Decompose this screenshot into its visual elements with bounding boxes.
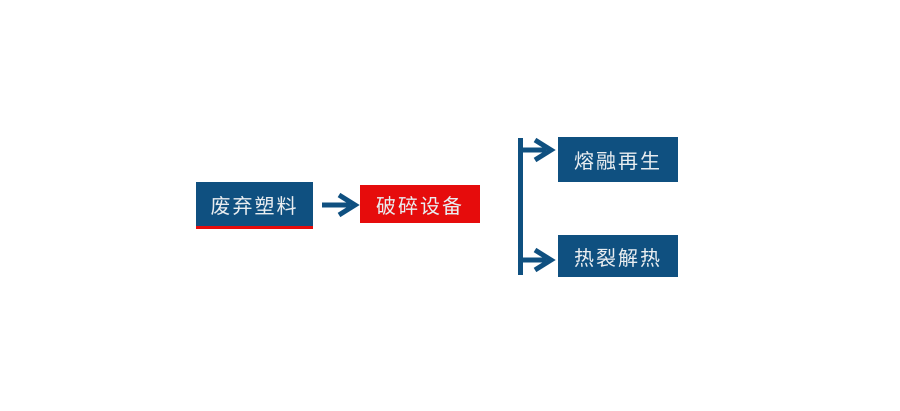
branch-arrow-bottom-icon	[518, 247, 556, 273]
node-thermal-pyrolysis: 热裂解热	[558, 235, 678, 277]
branch-arrow-top-icon	[518, 137, 556, 163]
node-crushing-equipment-label: 破碎设备	[376, 193, 464, 218]
node-thermal-pyrolysis-label: 热裂解热	[574, 245, 662, 270]
node-waste-plastic: 废弃塑料	[196, 182, 313, 229]
arrow-right-icon	[322, 192, 360, 218]
node-waste-plastic-label: 废弃塑料	[210, 193, 299, 218]
fork-vertical-line-icon	[518, 138, 523, 275]
node-crushing-equipment: 破碎设备	[360, 185, 480, 223]
node-melt-regeneration-label: 熔融再生	[574, 149, 662, 173]
node-melt-regeneration: 熔融再生	[558, 137, 678, 182]
